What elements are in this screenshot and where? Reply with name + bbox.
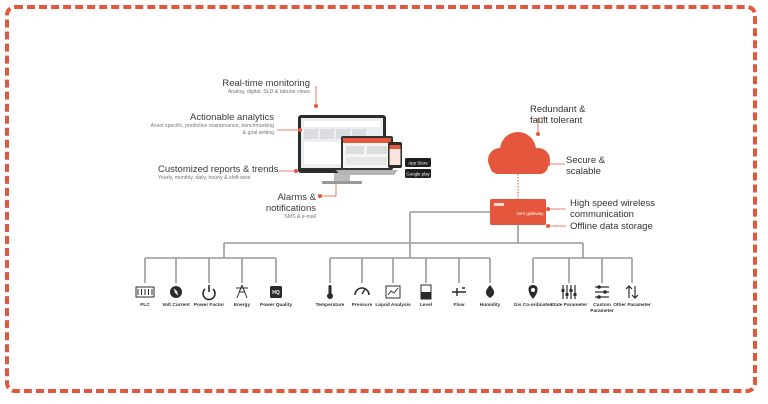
right-connectors [537,117,566,227]
sensor-layer: HQ [135,258,639,301]
feature-title: Real-time monitoring [222,78,310,89]
feature-alarms-notifications: Alarms & notifications SMS & e-mail [228,192,316,221]
feature-title: Customized reports & trends [158,164,279,175]
other-parameter-icon [625,285,639,299]
sensor-label: Power Factor [193,303,225,308]
liquid-analysis-icon [385,285,401,299]
sensor-label: State Parameter [550,303,588,308]
sensor-label: Custom Parameter [590,303,614,314]
connector-dot [546,207,550,211]
power-factor-icon [202,285,216,301]
sensor-label: Volt Current [162,303,190,308]
flow-icon [452,287,466,296]
feature-customized-reports: Customized reports & trends Yearly, mont… [158,164,282,182]
sensor-label: Level [419,303,433,308]
connector-dot [546,162,550,166]
sensor-label: Pressure [351,303,373,308]
feature-connectors [277,86,337,197]
sensor-label: Temperature [315,303,345,308]
feature-subtitle: Analog, digital, SLD & tabular views [227,89,310,95]
label-offline-storage: Offline data storage [570,221,653,232]
pressure-gauge-icon [354,287,370,296]
connector-dot [546,224,550,228]
humidity-drop-icon [485,285,495,298]
sensor-label: Liquid Analysis [375,303,411,308]
sensor-label: Other Parameter [613,303,651,308]
power-quality-icon: HQ [270,286,282,298]
feature-subtitle: Asset specific, predictive maintenance, … [150,123,274,136]
connector-dot [536,132,540,136]
sensor-label: Gis Co-ordinates [513,303,553,308]
feature-title: Actionable analytics [190,112,274,123]
plc-icon [135,286,155,298]
thermometer-icon [327,285,333,299]
feature-subtitle: SMS & e-mail [284,214,316,220]
sensor-label: Energy [233,303,251,308]
mobile-phone [388,142,402,168]
label-redundant: Redundant & fault tolerant [530,104,586,126]
svg-text:HQ: HQ [272,290,280,296]
connector-dot [298,128,302,132]
sensor-label: Flow [453,303,465,308]
sensor-label: Power Quality [260,303,292,308]
network-tree [145,211,632,259]
gateway-device: nsm gateway [490,199,546,225]
state-parameter-icon [561,285,577,299]
level-icon [420,284,432,300]
cloud-icon [488,132,550,174]
connector-dot [294,169,298,173]
feature-real-time-monitoring: Real-time monitoring Analog, digital, SL… [176,78,310,96]
google-play-badge[interactable]: Google play [405,169,431,178]
connector-dot [314,104,318,108]
dashed-border-frame [5,5,757,393]
laptop [336,136,398,175]
svg-text:App Store: App Store [408,161,428,166]
custom-parameter-icon [595,285,609,299]
energy-icon [236,284,248,299]
app-store-badge[interactable]: App Store [405,158,431,167]
sensor-label: Humidity [479,303,501,308]
feature-actionable-analytics: Actionable analytics Asset specific, pre… [146,112,274,136]
volt-current-icon [170,286,182,298]
map-pin-icon [528,285,538,299]
svg-text:Google play: Google play [406,172,430,177]
sensor-label: PLC [140,303,150,308]
svg-text:nsm gateway: nsm gateway [516,211,544,216]
feature-subtitle: Yearly, monthly, daily, hourly & shift-w… [158,175,251,181]
label-secure: Secure & scalable [566,155,606,177]
feature-title: Alarms & notifications [265,192,316,214]
connector-dot [318,194,322,198]
label-high-speed: High speed wireless communication [570,198,656,220]
